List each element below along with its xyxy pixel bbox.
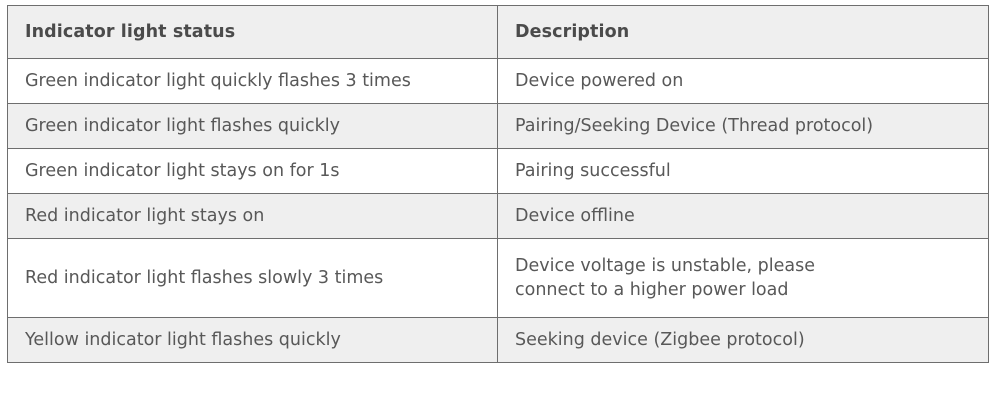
cell-description-line-1: Device voltage is unstable, please — [515, 255, 815, 276]
table-header: Indicator light status Description — [7, 5, 989, 59]
cell-description: Pairing/Seeking Device (Thread protocol) — [497, 103, 989, 149]
table-row: Green indicator light flashes quickly Pa… — [7, 103, 989, 149]
column-header-indicator-light-status: Indicator light status — [7, 5, 498, 59]
table-row: Green indicator light stays on for 1s Pa… — [7, 148, 989, 194]
cell-description: Pairing successful — [497, 148, 989, 194]
table-body: Green indicator light quickly flashes 3 … — [7, 58, 989, 363]
table-row: Yellow indicator light flashes quickly S… — [7, 317, 989, 363]
indicator-status-table-container: Indicator light status Description Green… — [7, 5, 989, 404]
table-header-row: Indicator light status Description — [7, 5, 989, 59]
table-row: Green indicator light quickly flashes 3 … — [7, 58, 989, 104]
cell-indicator-light-status: Green indicator light quickly flashes 3 … — [7, 58, 498, 104]
cell-indicator-light-status: Green indicator light flashes quickly — [7, 103, 498, 149]
indicator-status-table: Indicator light status Description Green… — [7, 5, 989, 363]
cell-description-line-2: connect to a higher power load — [515, 280, 789, 300]
cell-description: Device voltage is unstable, please conne… — [497, 238, 989, 318]
cell-indicator-light-status: Yellow indicator light flashes quickly — [7, 317, 498, 363]
cell-description: Device powered on — [497, 58, 989, 104]
cell-indicator-light-status: Red indicator light flashes slowly 3 tim… — [7, 238, 498, 318]
table-row: Red indicator light stays on Device offl… — [7, 193, 989, 239]
cell-indicator-light-status: Red indicator light stays on — [7, 193, 498, 239]
cell-indicator-light-status: Green indicator light stays on for 1s — [7, 148, 498, 194]
column-header-description: Description — [497, 5, 989, 59]
cell-description: Device offline — [497, 193, 989, 239]
cell-description: Seeking device (Zigbee protocol) — [497, 317, 989, 363]
table-row: Red indicator light flashes slowly 3 tim… — [7, 238, 989, 318]
